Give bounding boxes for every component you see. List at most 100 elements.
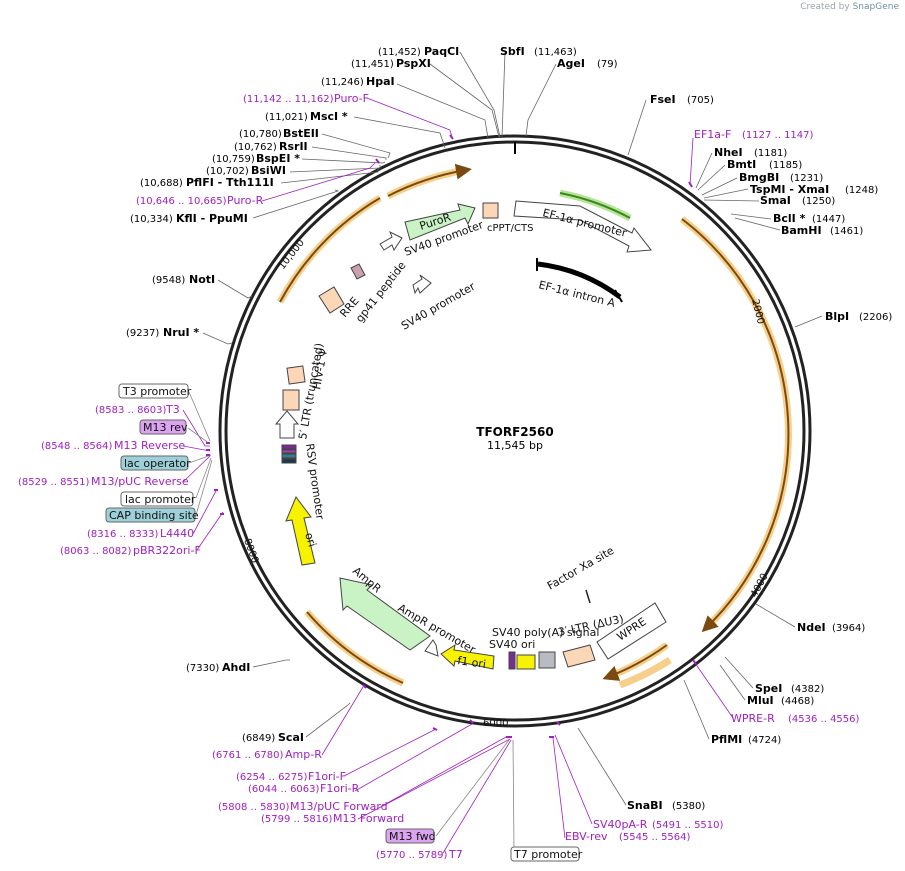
plasmid-size: 11,545 bp	[487, 439, 543, 452]
intron-arc	[537, 261, 622, 299]
enzyme-nrui: NruI *	[163, 326, 199, 339]
enzyme-bsiwi: BsiWI	[251, 164, 286, 177]
primer-puror-coord: (10,646 .. 10,665)	[136, 196, 227, 207]
primer-puror: Puro-R	[227, 194, 264, 207]
enzyme-pflmi: PflMI	[711, 733, 742, 746]
enzyme-rsrii: RsrII	[279, 140, 308, 153]
enzyme-kfli-coord: (10,334)	[130, 214, 173, 225]
enzyme-mlui-coord: (4468)	[781, 696, 814, 707]
enzyme-bspei-coord: (10,759)	[212, 154, 255, 165]
primer-wprer: WPRE-R	[731, 712, 775, 725]
feature-wpre-box	[596, 602, 667, 660]
enzyme-smai-coord: (1250)	[802, 196, 835, 207]
enzyme-fsei-coord: (705)	[687, 95, 714, 106]
primer-pbr322-coord: (8063 .. 8082)	[60, 546, 132, 557]
enzyme-bcli: BclI *	[773, 212, 806, 225]
primer-m13puc-rev-coord: (8529 .. 8551)	[18, 477, 90, 488]
primer-leaders	[182, 97, 734, 854]
enzyme-scai: ScaI	[278, 731, 304, 744]
enzyme-mlui: MluI	[747, 694, 774, 707]
credit-prefix: Created by	[800, 2, 850, 12]
enzyme-ahdi-coord: (7330)	[186, 663, 219, 674]
box-lac-operator: lac operator	[124, 457, 191, 470]
enzyme-agei: AgeI	[557, 57, 585, 70]
box-t3-promoter: T3 promoter	[122, 385, 192, 398]
enzyme-bsteii: BstEII	[283, 127, 319, 140]
label-sv40-polya: SV40 poly(A) signal	[492, 626, 599, 639]
boxed-label-leaders	[187, 391, 515, 851]
enzyme-rsrii-coord: (10,762)	[234, 142, 277, 153]
enzyme-blpi: BlpI	[825, 310, 849, 323]
enzyme-smai: SmaI	[760, 194, 791, 207]
primer-purof: Puro-F	[334, 92, 369, 105]
enzyme-bsiwi-coord: (10,702)	[206, 166, 249, 177]
enzyme-bmti-coord: (1185)	[769, 160, 802, 171]
primer-labels-left: (11,142 .. 11,162) Puro-F (10,646 .. 10,…	[18, 92, 463, 861]
primer-purof-coord: (11,142 .. 11,162)	[243, 94, 334, 105]
enzyme-paqci-coord: (11,452)	[378, 47, 421, 58]
enzyme-nrui-coord: (9237)	[126, 328, 159, 339]
features	[274, 200, 667, 670]
primer-marks	[206, 134, 697, 738]
primer-labels-right: EF1a-F (1127 .. 1147) WPRE-R (4536 .. 45…	[565, 128, 860, 843]
primer-f1orir: F1ori-R	[320, 782, 360, 795]
enzyme-kfli: KflI - PpuMI	[176, 212, 248, 225]
enzyme-sbfi-coord: (11,463)	[534, 47, 577, 58]
enzyme-leaders	[202, 51, 823, 806]
primer-f1orif-coord: (6254 .. 6275)	[236, 772, 308, 783]
label-5ltr: 5′ LTR (truncated)	[296, 342, 326, 440]
orf-arcs	[276, 163, 792, 689]
primer-sv40pa-coord: (5491 .. 5510)	[652, 820, 724, 831]
primer-ef1af: EF1a-F	[694, 128, 731, 141]
enzyme-ahdi: AhdI	[222, 661, 250, 674]
enzyme-labels-left: (11,452) PaqCI (11,451) PspXI (11,246) H…	[126, 45, 459, 744]
label-factor-xa: Factor Xa site	[545, 544, 616, 593]
enzyme-pspxi-coord: (11,451)	[351, 59, 394, 70]
enzyme-bmgbi-coord: (1231)	[790, 173, 823, 184]
enzyme-blpi-coord: (2206)	[859, 312, 892, 323]
label-sv40-ori: SV40 ori	[489, 638, 535, 651]
enzyme-bamhi-coord: (1461)	[830, 226, 863, 237]
primer-t3-coord: (8583 .. 8603)	[95, 405, 167, 416]
primer-ampr-coord: (6761 .. 6780)	[212, 750, 284, 761]
primer-t7: T7	[448, 848, 463, 861]
primer-m13fwd: M13 Forward	[333, 812, 404, 825]
backbone-outer	[218, 134, 812, 728]
enzyme-ndei: NdeI	[797, 621, 826, 634]
primer-sv40pa: SV40pA-R	[593, 818, 648, 831]
feature-purorr-arrow	[404, 203, 476, 241]
enzyme-bmti: BmtI	[727, 158, 756, 171]
enzyme-spei-coord: (4382)	[791, 684, 824, 695]
enzyme-pflfi-coord: (10,688)	[140, 178, 183, 189]
primer-f1orif: F1ori-F	[308, 770, 346, 783]
primer-l4440-coord: (8316 .. 8333)	[87, 529, 159, 540]
enzyme-sbfi: SbfI	[500, 45, 525, 58]
primer-ebvrev: EBV-rev	[565, 830, 608, 843]
enzyme-snabi-coord: (5380)	[672, 801, 705, 812]
enzyme-nhei: NheI	[714, 146, 743, 159]
box-cap-site: CAP binding site	[109, 509, 199, 522]
enzyme-tspmi-coord: (1248)	[845, 185, 878, 196]
primer-wprer-coord: (4536 .. 4556)	[788, 714, 860, 725]
enzyme-bcli-coord: (1447)	[812, 214, 845, 225]
enzyme-spei: SpeI	[755, 682, 782, 695]
label-cppt: cPPT/CTS	[487, 223, 533, 234]
snapgene-credit: Created by SnapGene	[800, 2, 899, 12]
enzyme-hpai: HpaI	[366, 75, 395, 88]
enzyme-nhei-coord: (1181)	[754, 148, 787, 159]
label-f1ori: f1 ori	[457, 654, 487, 671]
tick-6000: 6000	[483, 718, 508, 729]
enzyme-pspxi: PspXI	[396, 57, 431, 70]
boxed-labels: T3 promoter M13 rev lac operator lac pro…	[105, 383, 583, 862]
primer-ef1af-coord: (1127 .. 1147)	[742, 130, 814, 141]
primer-l4440: L4440	[160, 527, 194, 540]
primer-ebvrev-coord: (5545 .. 5564)	[619, 832, 691, 843]
feature-cppt-box	[482, 202, 499, 219]
label-rsv: RSV promoter	[303, 443, 327, 521]
enzyme-pflfi: PflFI - Tth111I	[186, 176, 274, 189]
enzyme-labels-right: SbfI (11,463) AgeI (79) FseI (705) NheI …	[500, 45, 892, 812]
box-t7-promoter: T7 promoter	[513, 848, 583, 861]
primer-m13puc-fwd-coord: (5808 .. 5830)	[218, 802, 290, 813]
enzyme-agei-coord: (79)	[597, 59, 618, 70]
